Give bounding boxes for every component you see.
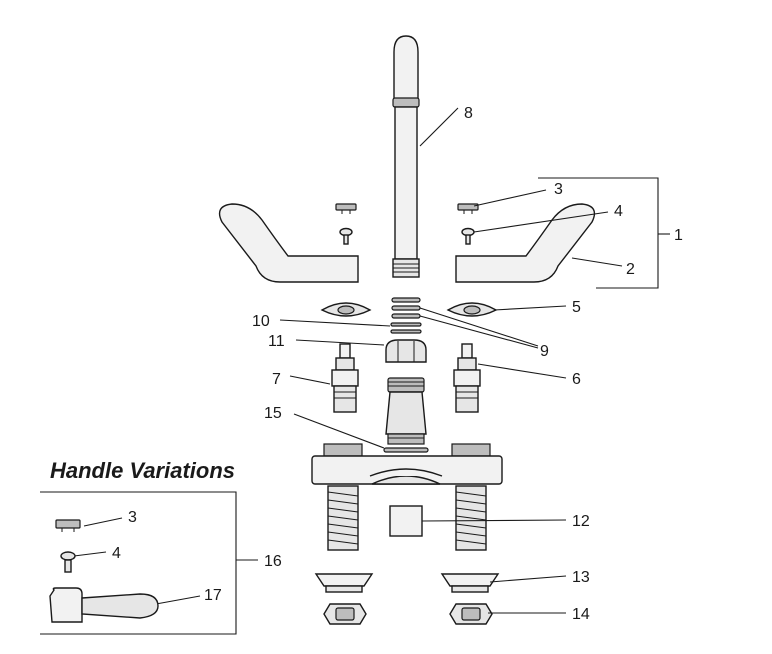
callout-8: 8 (464, 105, 473, 122)
spout-washers (390, 322, 422, 334)
left-shank (327, 485, 359, 551)
group-bracket-1 (538, 177, 659, 289)
callout-6: 6 (572, 371, 581, 388)
faucet-body (311, 443, 503, 485)
variation-callout-3: 3 (128, 509, 137, 526)
spout-nut (385, 339, 427, 363)
variation-index-button (55, 519, 81, 532)
left-index-button (335, 203, 357, 214)
right-escutcheon (446, 302, 498, 317)
callout-10: 10 (252, 313, 270, 330)
callout-15: 15 (264, 405, 282, 422)
callout-13: 13 (572, 569, 590, 586)
variation-lever-handle (49, 587, 159, 623)
variation-handle-screw (60, 551, 76, 573)
right-cartridge (453, 343, 481, 413)
right-friction-washer (440, 573, 500, 593)
callout-11: 11 (268, 333, 285, 350)
left-wrist-blade-handle (218, 203, 359, 283)
leader-lines (73, 107, 670, 614)
spout-base (385, 377, 427, 445)
callout-4: 4 (614, 203, 623, 220)
callout-labels: 1 2 3 4 5 6 7 8 9 10 11 12 13 14 15 16 3… (112, 105, 683, 623)
base-plug (389, 505, 423, 537)
left-handle-screw (339, 227, 353, 245)
callout-7: 7 (272, 371, 281, 388)
callout-16: 16 (264, 553, 282, 570)
left-escutcheon (320, 302, 372, 317)
callout-5: 5 (572, 299, 581, 316)
callout-12: 12 (572, 513, 590, 530)
callout-1: 1 (674, 227, 683, 244)
left-friction-washer (314, 573, 374, 593)
left-locknut (323, 603, 367, 625)
right-wrist-blade-handle (455, 203, 596, 283)
callout-3: 3 (554, 181, 563, 198)
callout-14: 14 (572, 606, 590, 623)
right-shank (455, 485, 487, 551)
handle-variations-heading: Handle Variations (50, 458, 235, 483)
right-index-button (457, 203, 479, 214)
right-handle-screw (461, 227, 475, 245)
variation-callout-17: 17 (204, 587, 222, 604)
base-gasket (383, 447, 429, 453)
group-bracket-16 (40, 491, 237, 635)
left-cartridge (331, 343, 359, 413)
spout (392, 35, 420, 278)
callout-2: 2 (626, 261, 635, 278)
callout-9: 9 (540, 343, 549, 360)
variation-callout-4: 4 (112, 545, 121, 562)
right-locknut (449, 603, 493, 625)
spout-o-rings (391, 297, 421, 319)
